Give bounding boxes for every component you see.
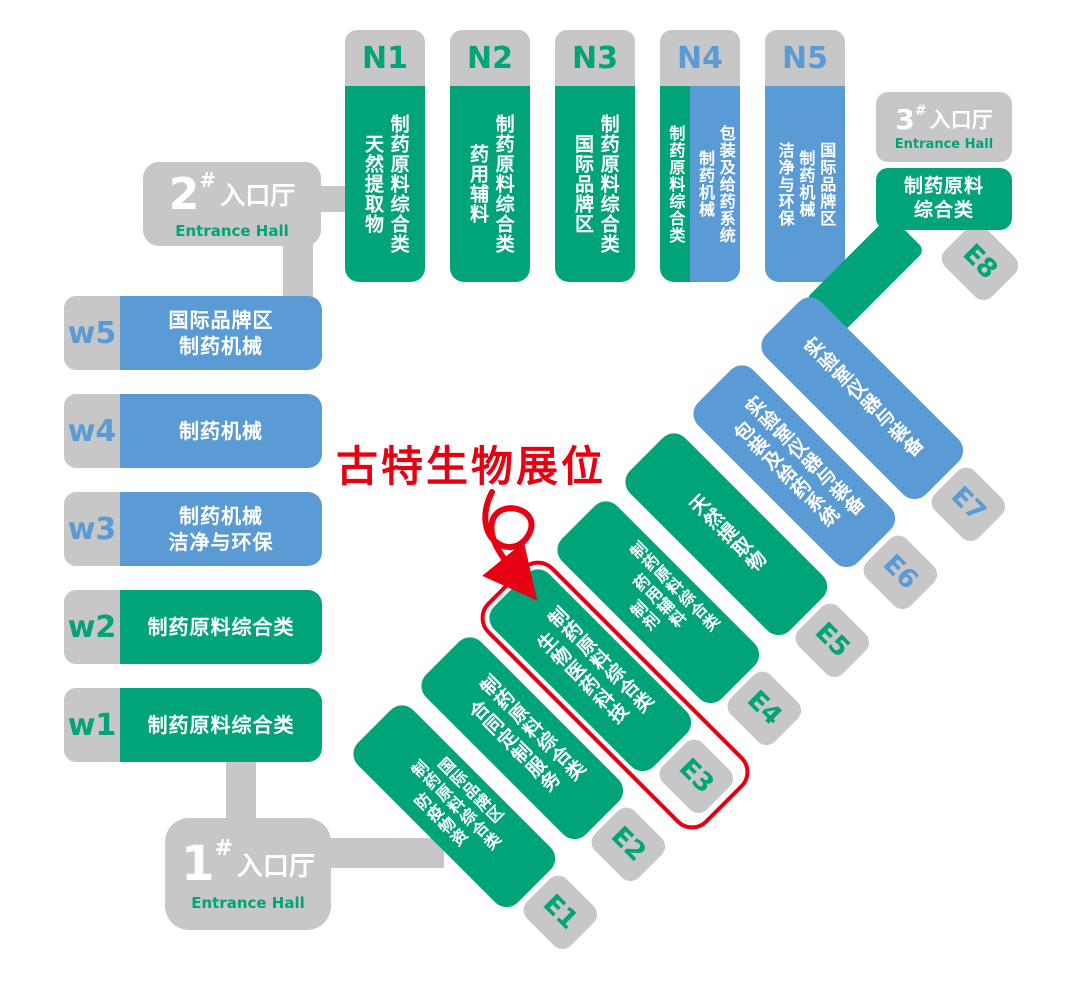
- hall-w1-bar: 制药原料综合类: [120, 688, 322, 762]
- hall-w4: w4 制药机械: [64, 394, 322, 468]
- hall-n4-line: 制药原料综合类: [666, 124, 686, 244]
- hall-w1-label: w1: [64, 688, 120, 762]
- hall-n2: N2 制药原料综合类 药用辅料: [450, 30, 530, 282]
- hall-e2-label: E2: [605, 821, 652, 868]
- hall-n4-blue-section: 包装及给药系统 制药机械: [690, 86, 740, 282]
- hall-n4-label: N4: [660, 30, 740, 86]
- hall-n2-line: 制药原料综合类: [492, 114, 515, 254]
- hall-w5-line: 国际品牌区: [168, 308, 274, 332]
- hall-n4-bar: 制药原料综合类 包装及给药系统 制药机械: [660, 86, 740, 282]
- hall-n3-line: 国际品牌区: [572, 134, 594, 234]
- hall-w5: w5 国际品牌区 制药机械: [64, 296, 322, 370]
- hall-n4-blue-text: 包装及给药系统 制药机械: [694, 125, 736, 244]
- connector-w1-entrance1: [226, 758, 256, 822]
- hall-n4-green-section: 制药原料综合类: [660, 86, 690, 282]
- hall-n5-line: 国际品牌区: [817, 141, 837, 227]
- hall-n4-green-text: 制药原料综合类: [665, 124, 686, 244]
- hall-w1-text: 制药原料综合类: [148, 712, 295, 738]
- hall-w5-label: w5: [64, 296, 120, 370]
- hall-n5-bar: 国际品牌区 制药机械 洁净与环保: [765, 86, 845, 282]
- hall-w2-text: 制药原料综合类: [148, 614, 295, 640]
- hall-n3-label: N3: [555, 30, 635, 86]
- entrance-hall-3-sublabel: Entrance Hall: [894, 136, 994, 152]
- hall-w2-bar: 制药原料综合类: [120, 590, 322, 664]
- hall-e8-tab: E8: [936, 218, 1024, 306]
- hall-n5-line: 制药机械: [796, 150, 816, 218]
- hall-n5-line: 洁净与环保: [775, 141, 795, 227]
- hall-e1-label: E1: [537, 889, 584, 936]
- entrance-hall-3-number: 3: [895, 102, 915, 136]
- hall-w3-label: w3: [64, 492, 120, 566]
- hall-w2-line: 制药原料综合类: [147, 615, 295, 639]
- hall-e8-line: 制药原料: [903, 175, 984, 198]
- entrance-hall-2-title: 2 # 入口厅: [168, 168, 296, 220]
- hall-n1-label: N1: [345, 30, 425, 86]
- hall-e7-label: E7: [945, 481, 992, 528]
- hall-n1-line: 天然提取物: [362, 134, 384, 234]
- connector-entrance2-n1: [316, 186, 350, 212]
- booth-annotation-label: 古特生物展位: [336, 442, 607, 491]
- hall-w1: w1 制药原料综合类: [64, 688, 322, 762]
- hall-w4-label: w4: [64, 394, 120, 468]
- hall-n3-bar: 制药原料综合类 国际品牌区: [555, 86, 635, 282]
- hall-n4-line: 包装及给药系统: [716, 124, 736, 244]
- hall-e5-line: 天然提取物: [683, 490, 770, 577]
- hall-n1-line: 制药原料综合类: [387, 114, 410, 254]
- hall-n2-line: 药用辅料: [467, 144, 489, 224]
- entrance-hall-2-label: 入口厅: [220, 181, 296, 210]
- hall-n5-text: 国际品牌区 制药机械 洁净与环保: [774, 141, 837, 227]
- hall-w4-line: 制药机械: [179, 419, 263, 443]
- hall-n5-label: N5: [765, 30, 845, 86]
- hall-n1-bar: 制药原料综合类 天然提取物: [345, 86, 425, 282]
- hall-w5-bar: 国际品牌区 制药机械: [120, 296, 322, 370]
- hall-w5-line: 制药机械: [179, 334, 263, 358]
- hall-w3-line: 洁净与环保: [168, 530, 274, 554]
- entrance-hall-1-title: 1 # 入口厅: [181, 835, 315, 893]
- entrance-hall-3-hash: #: [914, 103, 927, 119]
- hall-e8-bar: 制药原料 综合类: [876, 168, 1012, 230]
- hall-w1-line: 制药原料综合类: [147, 713, 295, 737]
- hall-n1: N1 制药原料综合类 天然提取物: [345, 30, 425, 282]
- hall-e8-label: E8: [956, 238, 1004, 286]
- hall-w4-text: 制药机械: [179, 418, 263, 444]
- hall-w3-line: 制药机械: [179, 504, 263, 528]
- entrance-hall-1-sublabel: Entrance Hall: [191, 894, 305, 912]
- hall-n4: N4 制药原料综合类 包装及给药系统 制药机械: [660, 30, 740, 282]
- hall-e8-line: 综合类: [913, 199, 974, 221]
- entrance-hall-1: 1 # 入口厅 Entrance Hall: [165, 818, 331, 930]
- hall-n3-line: 制药原料综合类: [597, 114, 620, 254]
- entrance-hall-3: 3 # 入口厅 Entrance Hall: [876, 92, 1012, 162]
- hall-n2-text: 制药原料综合类 药用辅料: [464, 114, 515, 254]
- hall-w5-text: 国际品牌区 制药机械: [169, 307, 274, 359]
- hall-e4-label: E4: [741, 685, 788, 732]
- connector-entrance2-w5: [283, 240, 313, 300]
- hall-n4-line: 制药机械: [696, 150, 715, 218]
- hall-n3-text: 制药原料综合类 国际品牌区: [569, 114, 620, 254]
- hall-e6-label: E6: [877, 549, 924, 596]
- entrance-hall-1-label: 入口厅: [236, 851, 315, 882]
- hall-w4-bar: 制药机械: [120, 394, 322, 468]
- hall-n2-label: N2: [450, 30, 530, 86]
- hall-e5-text: 天然提取物: [682, 490, 771, 579]
- entrance-hall-2-hash: #: [199, 168, 217, 192]
- entrance-hall-2: 2 # 入口厅 Entrance Hall: [143, 162, 321, 246]
- hall-n5: N5 国际品牌区 制药机械 洁净与环保: [765, 30, 845, 282]
- hall-w2: w2 制药原料综合类: [64, 590, 322, 664]
- hall-w3-bar: 制药机械 洁净与环保: [120, 492, 322, 566]
- entrance-hall-2-sublabel: Entrance Hall: [175, 221, 289, 240]
- hall-n3: N3 制药原料综合类 国际品牌区: [555, 30, 635, 282]
- hall-w3: w3 制药机械 洁净与环保: [64, 492, 322, 566]
- hall-n2-bar: 制药原料综合类 药用辅料: [450, 86, 530, 282]
- connector-entrance1-e1: [328, 838, 444, 868]
- entrance-hall-1-hash: #: [214, 835, 233, 861]
- entrance-hall-3-label: 入口厅: [929, 108, 993, 132]
- entrance-hall-1-number: 1: [181, 836, 215, 892]
- entrance-hall-2-number: 2: [168, 168, 200, 220]
- entrance-hall-3-title: 3 # 入口厅: [895, 103, 992, 136]
- hall-n1-text: 制药原料综合类 天然提取物: [359, 114, 410, 254]
- hall-w3-text: 制药机械 洁净与环保: [169, 503, 274, 555]
- hall-w2-label: w2: [64, 590, 120, 664]
- hall-e5-label: E5: [809, 617, 856, 664]
- hall-e3-label: E3: [673, 753, 720, 800]
